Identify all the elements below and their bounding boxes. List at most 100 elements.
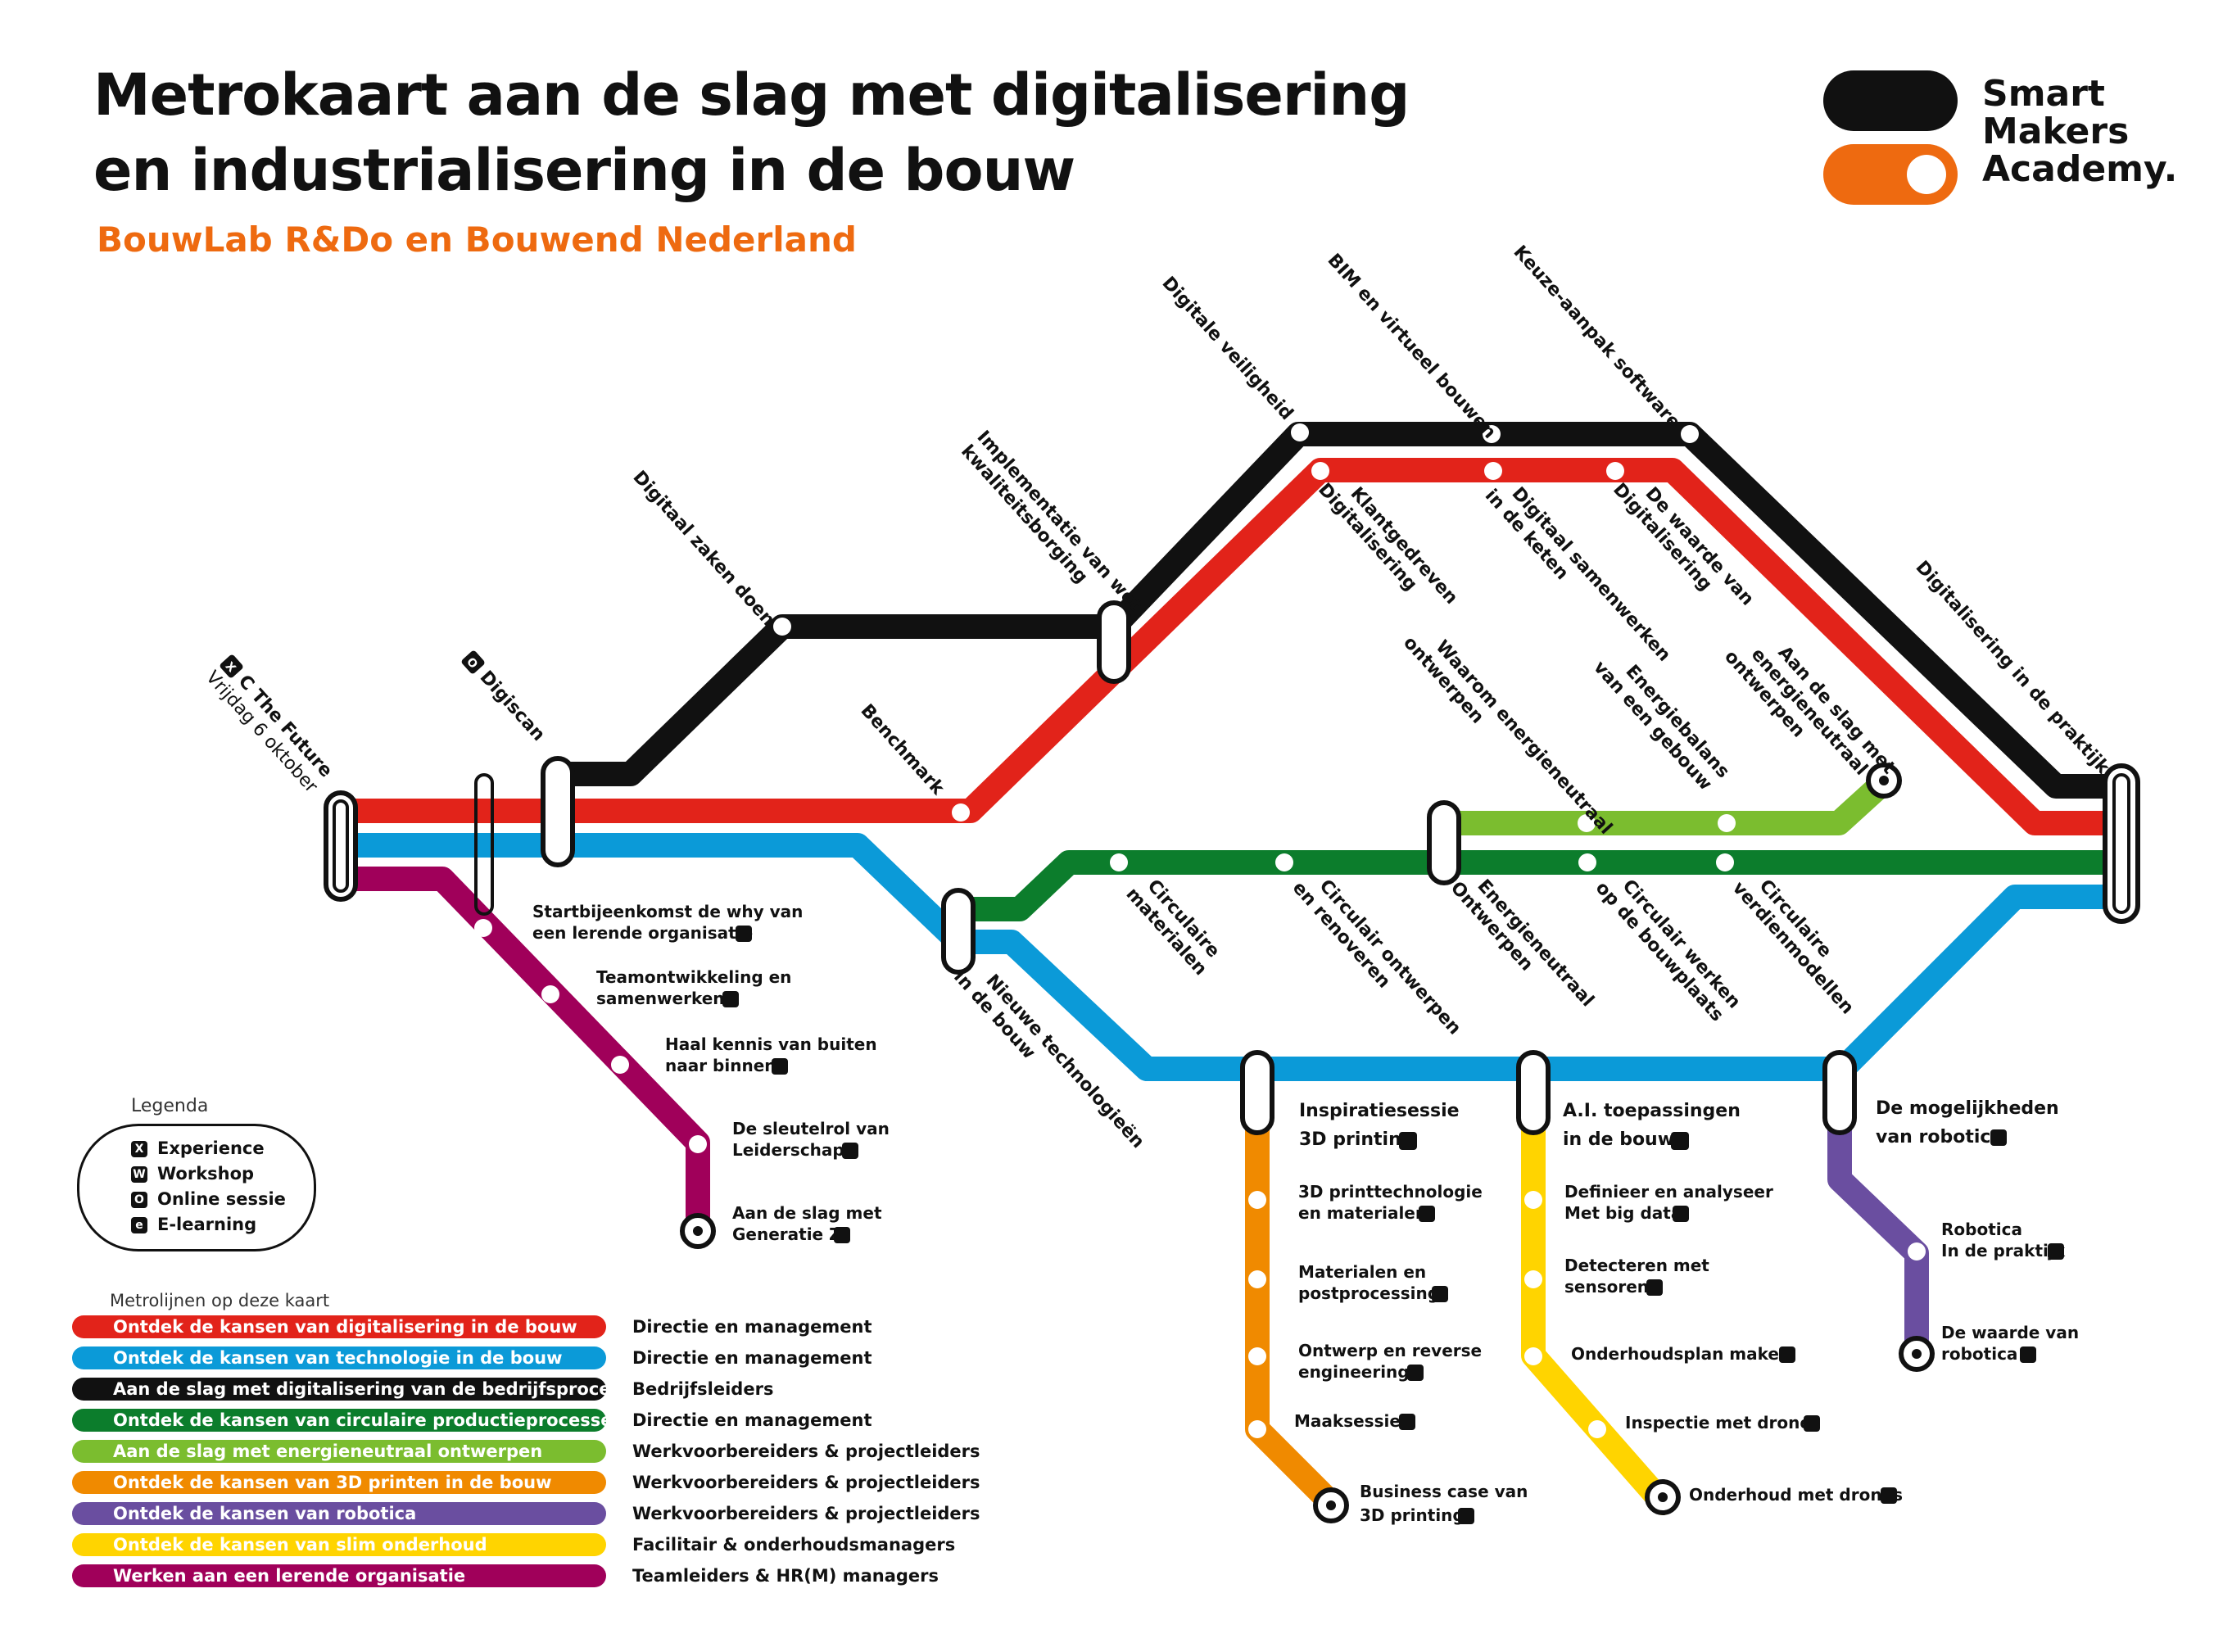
station-dot[interactable] bbox=[611, 1056, 629, 1074]
station-label: Definieer en analyseer bbox=[1564, 1182, 1773, 1202]
station-label: Robotica bbox=[1941, 1220, 2022, 1239]
station-label: In de praktijk bbox=[1941, 1241, 2066, 1260]
station-dot[interactable] bbox=[1291, 423, 1309, 441]
station-label: Startbijeenkomst de why van bbox=[532, 902, 803, 921]
title-line-1: Metrokaart aan de slag met digitaliserin… bbox=[93, 61, 1410, 129]
station-dot[interactable] bbox=[1248, 1191, 1266, 1209]
metrolines-title: Metrolijnen op deze kaart bbox=[110, 1291, 330, 1310]
station-dot[interactable] bbox=[1110, 853, 1128, 871]
station-label: Generatie Z bbox=[732, 1224, 841, 1244]
station-label: Implementatie van wet bbox=[973, 427, 1146, 615]
station-label: op de bouwplaats bbox=[1591, 878, 1727, 1025]
station-label: Maaksessie bbox=[1294, 1411, 1401, 1431]
terminus-dot bbox=[693, 1226, 703, 1236]
station-dot[interactable] bbox=[1908, 1242, 1926, 1260]
metroline-audience: Facilitair & onderhoudsmanagers bbox=[632, 1535, 956, 1555]
station-label: naar binnen bbox=[665, 1056, 776, 1075]
line-maroon bbox=[328, 867, 710, 1241]
metroline-audience: Bedrijfsleiders bbox=[632, 1379, 774, 1399]
legend-label: Experience bbox=[157, 1138, 265, 1158]
station-dot[interactable] bbox=[1484, 462, 1502, 480]
station-label: engineering bbox=[1298, 1362, 1410, 1382]
station-dot[interactable] bbox=[1275, 853, 1293, 871]
station-label: Inspectie met drones bbox=[1625, 1413, 1821, 1432]
station-label: Digitale veiligheid bbox=[1158, 273, 1297, 424]
metroline-row[interactable]: Aan de slag met digitalisering van de be… bbox=[72, 1378, 655, 1401]
station-label: robotica bbox=[1941, 1344, 2017, 1364]
logo-toggle-icon bbox=[1823, 70, 1958, 205]
station-label: een lerende organisatie bbox=[532, 923, 753, 943]
station-dot[interactable] bbox=[541, 985, 559, 1003]
station-dot[interactable] bbox=[1311, 462, 1329, 480]
interchange-implementatie[interactable] bbox=[1097, 600, 1131, 684]
workshop-badge-icon: W bbox=[131, 1166, 147, 1183]
station-dot[interactable] bbox=[773, 618, 791, 636]
experience-badge-icon bbox=[220, 654, 243, 678]
metroline-audience: Werkvoorbereiders & projectleiders bbox=[632, 1442, 980, 1461]
station-label: Haal kennis van buiten bbox=[665, 1034, 877, 1054]
experience-badge-icon: X bbox=[131, 1141, 147, 1157]
legend-label: E-learning bbox=[157, 1215, 257, 1234]
interchange-insp-3d[interactable] bbox=[1240, 1050, 1274, 1135]
line-yellow bbox=[1521, 1085, 1675, 1515]
metroline-audience: Directie en management bbox=[632, 1410, 872, 1430]
interchange-energieneutraal[interactable] bbox=[1427, 800, 1461, 885]
metroline-row[interactable]: Ontdek de kansen van digitalisering in d… bbox=[72, 1315, 606, 1338]
station-label: verdienmodellen bbox=[1728, 878, 1858, 1019]
station-dot[interactable] bbox=[1578, 814, 1596, 832]
station-dot[interactable] bbox=[952, 803, 970, 821]
station-dot[interactable] bbox=[1248, 1270, 1266, 1288]
experience-badge-icon bbox=[1399, 1132, 1689, 1150]
station-dot[interactable] bbox=[1248, 1420, 1266, 1438]
station-dot[interactable] bbox=[1716, 853, 1734, 871]
page-title: Metrokaart aan de slag met digitaliserin… bbox=[93, 57, 1410, 208]
interchange-nieuwe-tech[interactable] bbox=[941, 888, 976, 975]
station-dot[interactable] bbox=[1524, 1191, 1542, 1209]
station-label: kwaliteitsborging bbox=[957, 441, 1091, 588]
station-label: Digitaal zaken doen bbox=[629, 467, 779, 630]
station-label: Onderhoudsplan maken bbox=[1571, 1344, 1791, 1364]
station-dot[interactable] bbox=[1578, 853, 1596, 871]
interchange-ai[interactable] bbox=[1516, 1050, 1551, 1135]
station-dot[interactable] bbox=[1588, 1420, 1606, 1438]
terminus-dot bbox=[1658, 1492, 1668, 1502]
station-dot[interactable] bbox=[1718, 814, 1736, 832]
station-dot[interactable] bbox=[1606, 462, 1624, 480]
station-label: De sleutelrol van bbox=[732, 1119, 890, 1138]
station-label: Detecteren met bbox=[1564, 1256, 1709, 1275]
interchange-praktijk[interactable] bbox=[2103, 763, 2140, 924]
logo-word-3: Academy. bbox=[1982, 148, 2178, 190]
legend-box bbox=[77, 1124, 316, 1251]
station-dot[interactable] bbox=[1248, 1347, 1266, 1365]
station-dot[interactable] bbox=[1483, 425, 1501, 443]
interchange-inner bbox=[2112, 773, 2130, 914]
station-dot[interactable] bbox=[689, 1135, 707, 1153]
station-dot[interactable] bbox=[1681, 425, 1699, 443]
interchange-robotica[interactable] bbox=[1822, 1050, 1857, 1135]
terminus-dot bbox=[1879, 776, 1889, 785]
metroline-row[interactable]: Ontdek de kansen van slim onderhoud bbox=[72, 1533, 606, 1556]
metroline-row[interactable]: Ontdek de kansen van 3D printen in de bo… bbox=[72, 1471, 606, 1494]
station-label: Business case van bbox=[1360, 1482, 1528, 1501]
metroline-row[interactable]: Ontdek de kansen van circulaire producti… bbox=[72, 1409, 625, 1432]
metroline-audience: Teamleiders & HR(M) managers bbox=[632, 1566, 939, 1586]
online-badge-icon bbox=[461, 650, 485, 674]
station-label: Met big data bbox=[1564, 1203, 1682, 1223]
metroline-row[interactable]: Ontdek de kansen van robotica bbox=[72, 1502, 606, 1525]
station-label: BIM en virtueel bouwen bbox=[1324, 250, 1500, 442]
interchange-digiscan[interactable] bbox=[541, 756, 575, 867]
legend-experience: X Experience bbox=[131, 1138, 265, 1158]
line-black bbox=[545, 422, 2134, 799]
workshop-badge-icon bbox=[722, 926, 2064, 1524]
interchange-cthefuture[interactable] bbox=[324, 790, 358, 902]
logo-word-2: Makers bbox=[1982, 111, 2130, 152]
station-dot[interactable] bbox=[1524, 1347, 1542, 1365]
metroline-row[interactable]: Aan de slag met energieneutraal ontwerpe… bbox=[72, 1440, 606, 1463]
metroline-row[interactable]: Werken aan een lerende organisatie bbox=[72, 1564, 606, 1587]
station-dot[interactable] bbox=[474, 919, 492, 937]
station-dot[interactable] bbox=[1524, 1270, 1542, 1288]
station-label: Teamontwikkeling en bbox=[596, 967, 791, 987]
metroline-row[interactable]: Ontdek de kansen van technologie in de b… bbox=[72, 1346, 606, 1369]
station-label: en materialen bbox=[1298, 1203, 1427, 1223]
